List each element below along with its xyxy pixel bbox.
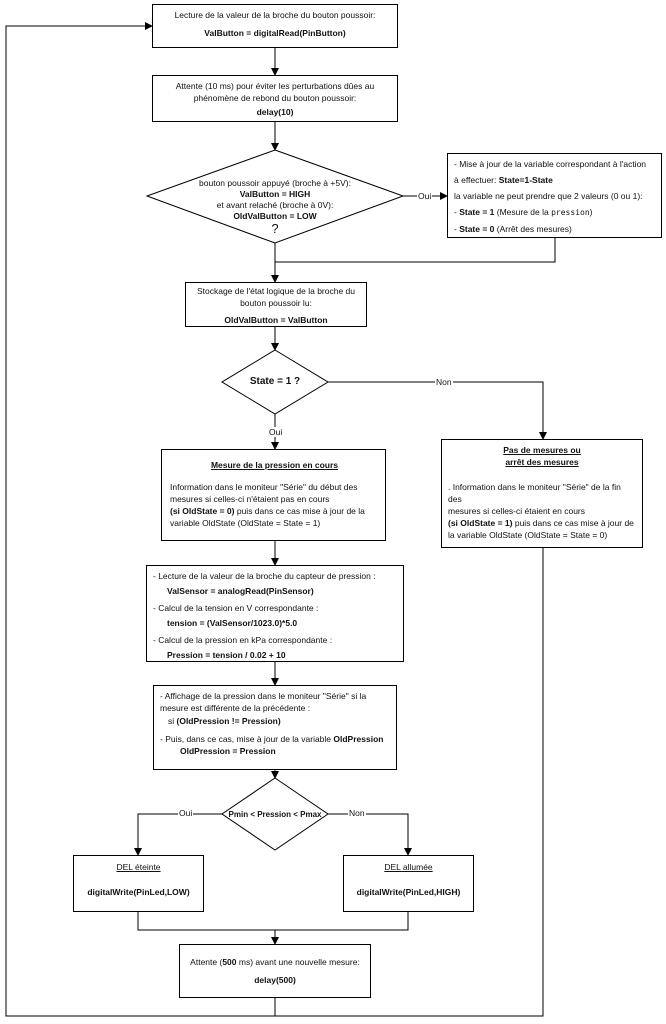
decision-press-line-2: ValButton = HIGH <box>239 189 311 199</box>
decision-state-text: State = 1 ? <box>249 376 301 387</box>
measure-line-3-rest: puis dans ce cas mise à jour de la <box>234 506 365 516</box>
sensor-line-1: - Lecture de la valeur de la broche du c… <box>153 571 376 581</box>
state-1-value: State = 1 <box>459 207 495 217</box>
display-line-1: - Affichage de la pression dans le monit… <box>160 691 367 701</box>
no-measure-line-3: (si OldState = 1) puis dans ce cas mise … <box>448 517 636 529</box>
display-line-3-prefix: si <box>168 716 177 726</box>
read-button-code: ValButton = digitalRead(PinButton) <box>204 28 346 38</box>
decision-press-line-3: et avant relaché (broche à 0V): <box>216 200 334 210</box>
led-off-title: DEL éteinte <box>116 862 161 872</box>
measure-title: Mesure de la pression en cours <box>210 460 339 470</box>
wait-line-1-prefix: Attente ( <box>190 957 223 967</box>
display-code: OldPression = Pression <box>180 746 276 756</box>
display-box: - Affichage de la pression dans le monit… <box>153 685 397 770</box>
display-line-2: mesure est différente de la précédente : <box>160 703 311 713</box>
store-state-box: Stockage de l'état logique de la broche … <box>185 282 367 327</box>
label-oui-state: Oui <box>268 427 284 437</box>
debounce-box: Attente (10 ms) pour éviter les perturba… <box>152 75 398 122</box>
decision-range-text: Pmin < Pression < Pmax <box>228 810 322 819</box>
state-update-line-5-prefix: - <box>454 224 460 234</box>
state-update-box: - Mise à jour de la variable corresponda… <box>447 153 662 238</box>
debounce-text-2: phénomène de rebond du bouton poussoir: <box>193 93 357 103</box>
decision-press-line-1: bouton poussoir appuyé (broche à +5V): <box>199 178 351 188</box>
no-measure-title-1: Pas de mesures ou <box>503 445 581 455</box>
read-button-text: Lecture de la valeur de la broche du bou… <box>174 10 376 20</box>
decision-range-diamond <box>221 777 329 851</box>
state-update-formula: State=1-State <box>498 175 553 185</box>
wait-code: delay(500) <box>254 975 296 985</box>
no-measure-line-2: mesures si celles-ci étaient en cours <box>448 506 586 516</box>
no-measure-box: Pas de mesures ou arrêt des mesures . In… <box>441 439 643 548</box>
led-on-box: DEL allumée digitalWrite(PinLed,HIGH) <box>343 855 474 912</box>
store-code: OldValButton = ValButton <box>224 315 328 325</box>
label-non-range: Non <box>348 808 366 818</box>
display-condition: (OldPression != Pression) <box>176 716 281 726</box>
wait-line-1-suffix: ms) avant une nouvelle mesure: <box>236 957 360 967</box>
measure-line-2: mesures si celles-ci n'étaient pas en co… <box>170 494 330 504</box>
no-measure-line-4: la variable OldState (OldState = State =… <box>448 530 608 540</box>
display-variable: OldPression <box>333 734 384 744</box>
state-update-line-4-prefix: - <box>454 207 460 217</box>
state-update-line-2: à effectuer: State=1-State <box>454 174 655 186</box>
display-line-4-prefix: - Puis, dans ce cas, mise à jour de la v… <box>160 734 334 744</box>
state-update-line-1: - Mise à jour de la variable corresponda… <box>454 159 647 169</box>
line-led-on-to-wait <box>275 912 409 931</box>
state-0-value: State = 0 <box>459 224 495 234</box>
display-line-4: - Puis, dans ce cas, mise à jour de la v… <box>160 733 390 745</box>
no-measure-title-2: arrêt des mesures <box>505 457 579 467</box>
decision-press-diamond <box>145 149 405 244</box>
line-no-measure-return <box>275 548 544 1017</box>
store-line-1: Stockage de l'état logique de la broche … <box>196 286 356 296</box>
led-on-title: DEL allumée <box>384 862 433 872</box>
wait-box: Attente (500 ms) avant une nouvelle mesu… <box>179 944 371 998</box>
state-update-line-5-suffix: (Arrêt des mesures) <box>494 224 572 234</box>
measure-line-3: (si OldState = 0) puis dans ce cas mise … <box>170 505 379 517</box>
state-update-line-4-suffix: (Mesure de la <box>494 207 552 217</box>
decision-state-diamond <box>221 349 329 415</box>
store-line-2: bouton poussoir lu: <box>240 298 312 308</box>
no-measure-line-1: . Information dans le moniteur "Série" d… <box>448 482 621 504</box>
measure-box: Mesure de la pression en cours Informati… <box>161 449 386 541</box>
sensor-code-3: Pression = tension / 0.02 + 10 <box>167 650 286 660</box>
arrow-non-to-no-measure <box>328 381 547 440</box>
sensor-code-2: tension = (ValSensor/1023.0)*5.0 <box>167 618 298 628</box>
loop-back-line <box>5 22 276 1017</box>
state-update-line-3: la variable ne peut prendre que 2 valeur… <box>454 191 643 201</box>
arrow-oui-to-led-off <box>134 813 222 856</box>
display-line-3: si (OldPression != Pression) <box>160 715 390 727</box>
decision-press-line-4: OldValButton = LOW <box>233 211 317 221</box>
line-state-update-merge <box>275 238 556 263</box>
state-update-line-4: - State = 1 (Mesure de la pression) <box>454 206 655 219</box>
sensor-line-5: - Calcul de la pression en kPa correspon… <box>153 635 333 645</box>
sensor-line-3: - Calcul de la tension en V correspondan… <box>153 603 319 613</box>
no-measure-condition: (si OldState = 1) <box>448 518 513 528</box>
label-oui-range: Oui <box>178 808 194 818</box>
decision-press-question: ? <box>271 221 279 236</box>
sensor-code-1: ValSensor = analogRead(PinSensor) <box>167 586 314 596</box>
state-update-pression-word: pression <box>551 208 590 217</box>
wait-line-1: Attente (500 ms) avant une nouvelle mesu… <box>180 956 370 968</box>
debounce-text-1: Attente (10 ms) pour éviter les perturba… <box>175 81 375 91</box>
wait-duration: 500 <box>222 957 237 967</box>
state-update-line-4-end: ) <box>589 207 593 217</box>
measure-line-1: Information dans le moniteur "Série" du … <box>170 482 358 492</box>
state-update-line-5: - State = 0 (Arrêt des mesures) <box>454 223 655 235</box>
read-button-box: Lecture de la valeur de la broche du bou… <box>152 4 398 48</box>
measure-condition: (si OldState = 0) <box>170 506 235 516</box>
state-update-line-2-prefix: à effectuer: <box>454 175 499 185</box>
led-on-code: digitalWrite(PinLed,HIGH) <box>356 887 461 897</box>
debounce-code: delay(10) <box>256 107 294 117</box>
decision-press-text: bouton poussoir appuyé (broche à +5V): V… <box>175 178 375 236</box>
measure-line-4: variable OldState (OldState = State = 1) <box>170 518 321 528</box>
sensor-box: - Lecture de la valeur de la broche du c… <box>146 565 404 662</box>
label-oui-press: Oui <box>417 191 433 201</box>
arrow-non-to-led-on <box>328 813 412 856</box>
led-off-box: DEL éteinte digitalWrite(PinLed,LOW) <box>73 855 204 912</box>
no-measure-line-3-rest: puis dans ce cas mise à jour de <box>512 518 634 528</box>
led-off-code: digitalWrite(PinLed,LOW) <box>87 887 190 897</box>
line-led-off-to-wait <box>137 912 275 931</box>
label-non-state: Non <box>435 377 453 387</box>
